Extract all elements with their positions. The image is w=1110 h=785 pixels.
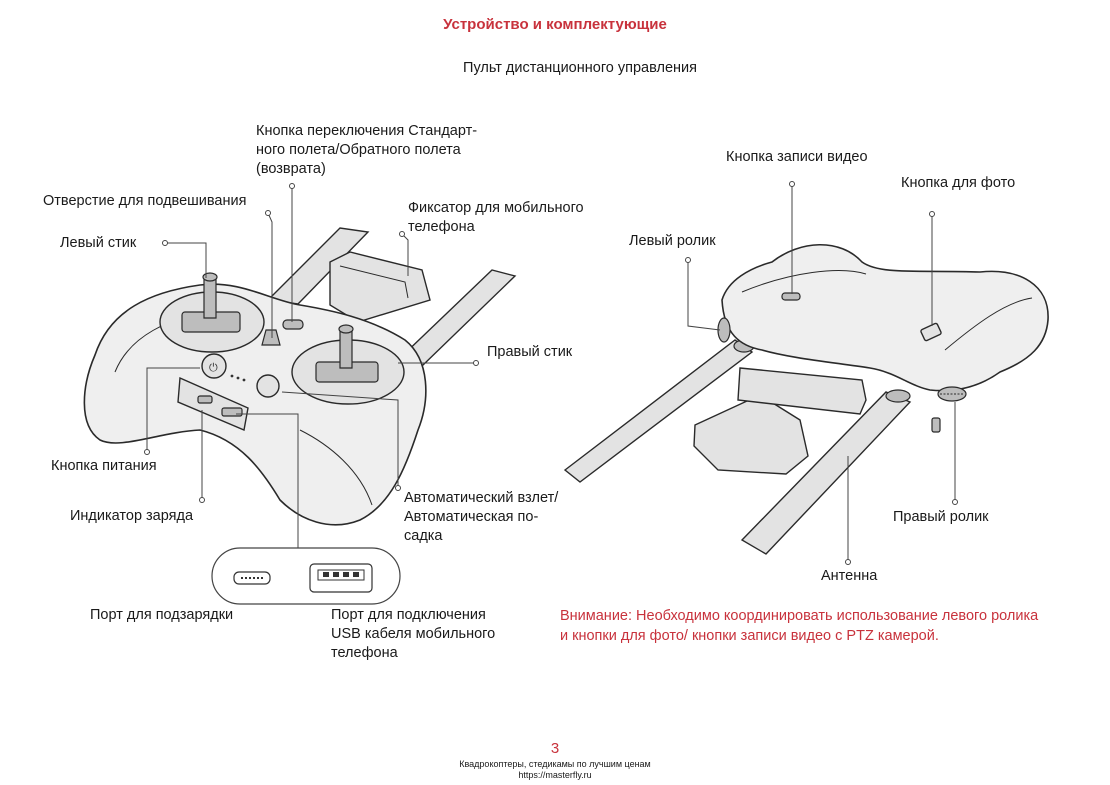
label-lanyard-hole: Отверстие для подвешивания [43,193,247,209]
auto-takeoff-button [256,374,280,398]
warning-note: Внимание: Необходимо координировать испо… [560,606,1100,646]
label-auto-takeoff-3: садка [404,528,443,544]
label-phone-holder-1: Фиксатор для мобильного [408,200,584,216]
right-stick [339,329,353,369]
right-leader-lines [685,181,958,565]
photo-button [920,322,942,342]
left-stick [203,277,217,319]
label-left-stick: Левый стик [60,235,137,251]
label-right-wheel: Правый ролик [893,509,989,525]
port-closeup [211,547,401,605]
phone-holder-top [737,367,867,415]
label-charging-port: Порт для подзарядки [90,607,234,623]
page-subtitle: Пульт дистанционного управления [463,60,697,76]
record-button [781,292,801,301]
svg-text:⏻: ⏻ [209,361,218,374]
label-charge-indicator: Индикатор заряда [70,508,194,524]
controller-top-view: ⏻ [83,227,517,526]
warning-line-1: Внимание: Необходимо координировать испо… [560,608,1039,624]
label-usb-port-1: Порт для подключения [331,607,486,623]
label-auto-takeoff-2: Автоматическая по- [404,509,539,525]
page-number: 3 [550,740,560,757]
label-auto-takeoff-1: Автоматический взлет/ [404,490,559,506]
label-mode-switch-2: ного полета/Обратного полета [256,142,461,158]
label-photo-button: Кнопка для фото [901,175,1016,191]
label-power-button: Кнопка питания [51,458,157,474]
front-port-panel [177,376,249,431]
left-leader-lines [144,183,479,548]
page-title: Устройство и комплектующие [443,16,667,33]
footer-url: https://masterfly.ru [518,770,592,780]
label-phone-holder-2: телефона [408,219,475,235]
footer-tagline: Квадрокоптеры, стедикамы по лучшим ценам [459,759,651,769]
label-antenna: Антенна [821,568,878,584]
phone-holder-clamp [329,251,431,323]
warning-line-2: и кнопки для фото/ кнопки записи видео с… [560,628,939,644]
label-right-stick: Правый стик [487,344,573,360]
label-left-wheel: Левый ролик [629,233,716,249]
label-usb-port-2: USB кабеля мобильного [331,626,496,642]
left-antenna [563,339,754,483]
label-mode-switch-3: (возврата) [256,161,326,177]
controller-back-body [721,244,1049,392]
controller-back-view [563,244,1049,555]
label-usb-port-3: телефона [331,645,398,661]
phone-holder-bottom [693,394,809,475]
label-mode-switch-1: Кнопка переключения Стандарт- [256,123,478,139]
micro-usb-port-icon [233,571,271,585]
mode-switch-knob [261,329,281,346]
power-button [201,353,227,379]
right-antenna [740,391,912,555]
label-record-button: Кнопка записи видео [726,149,868,165]
